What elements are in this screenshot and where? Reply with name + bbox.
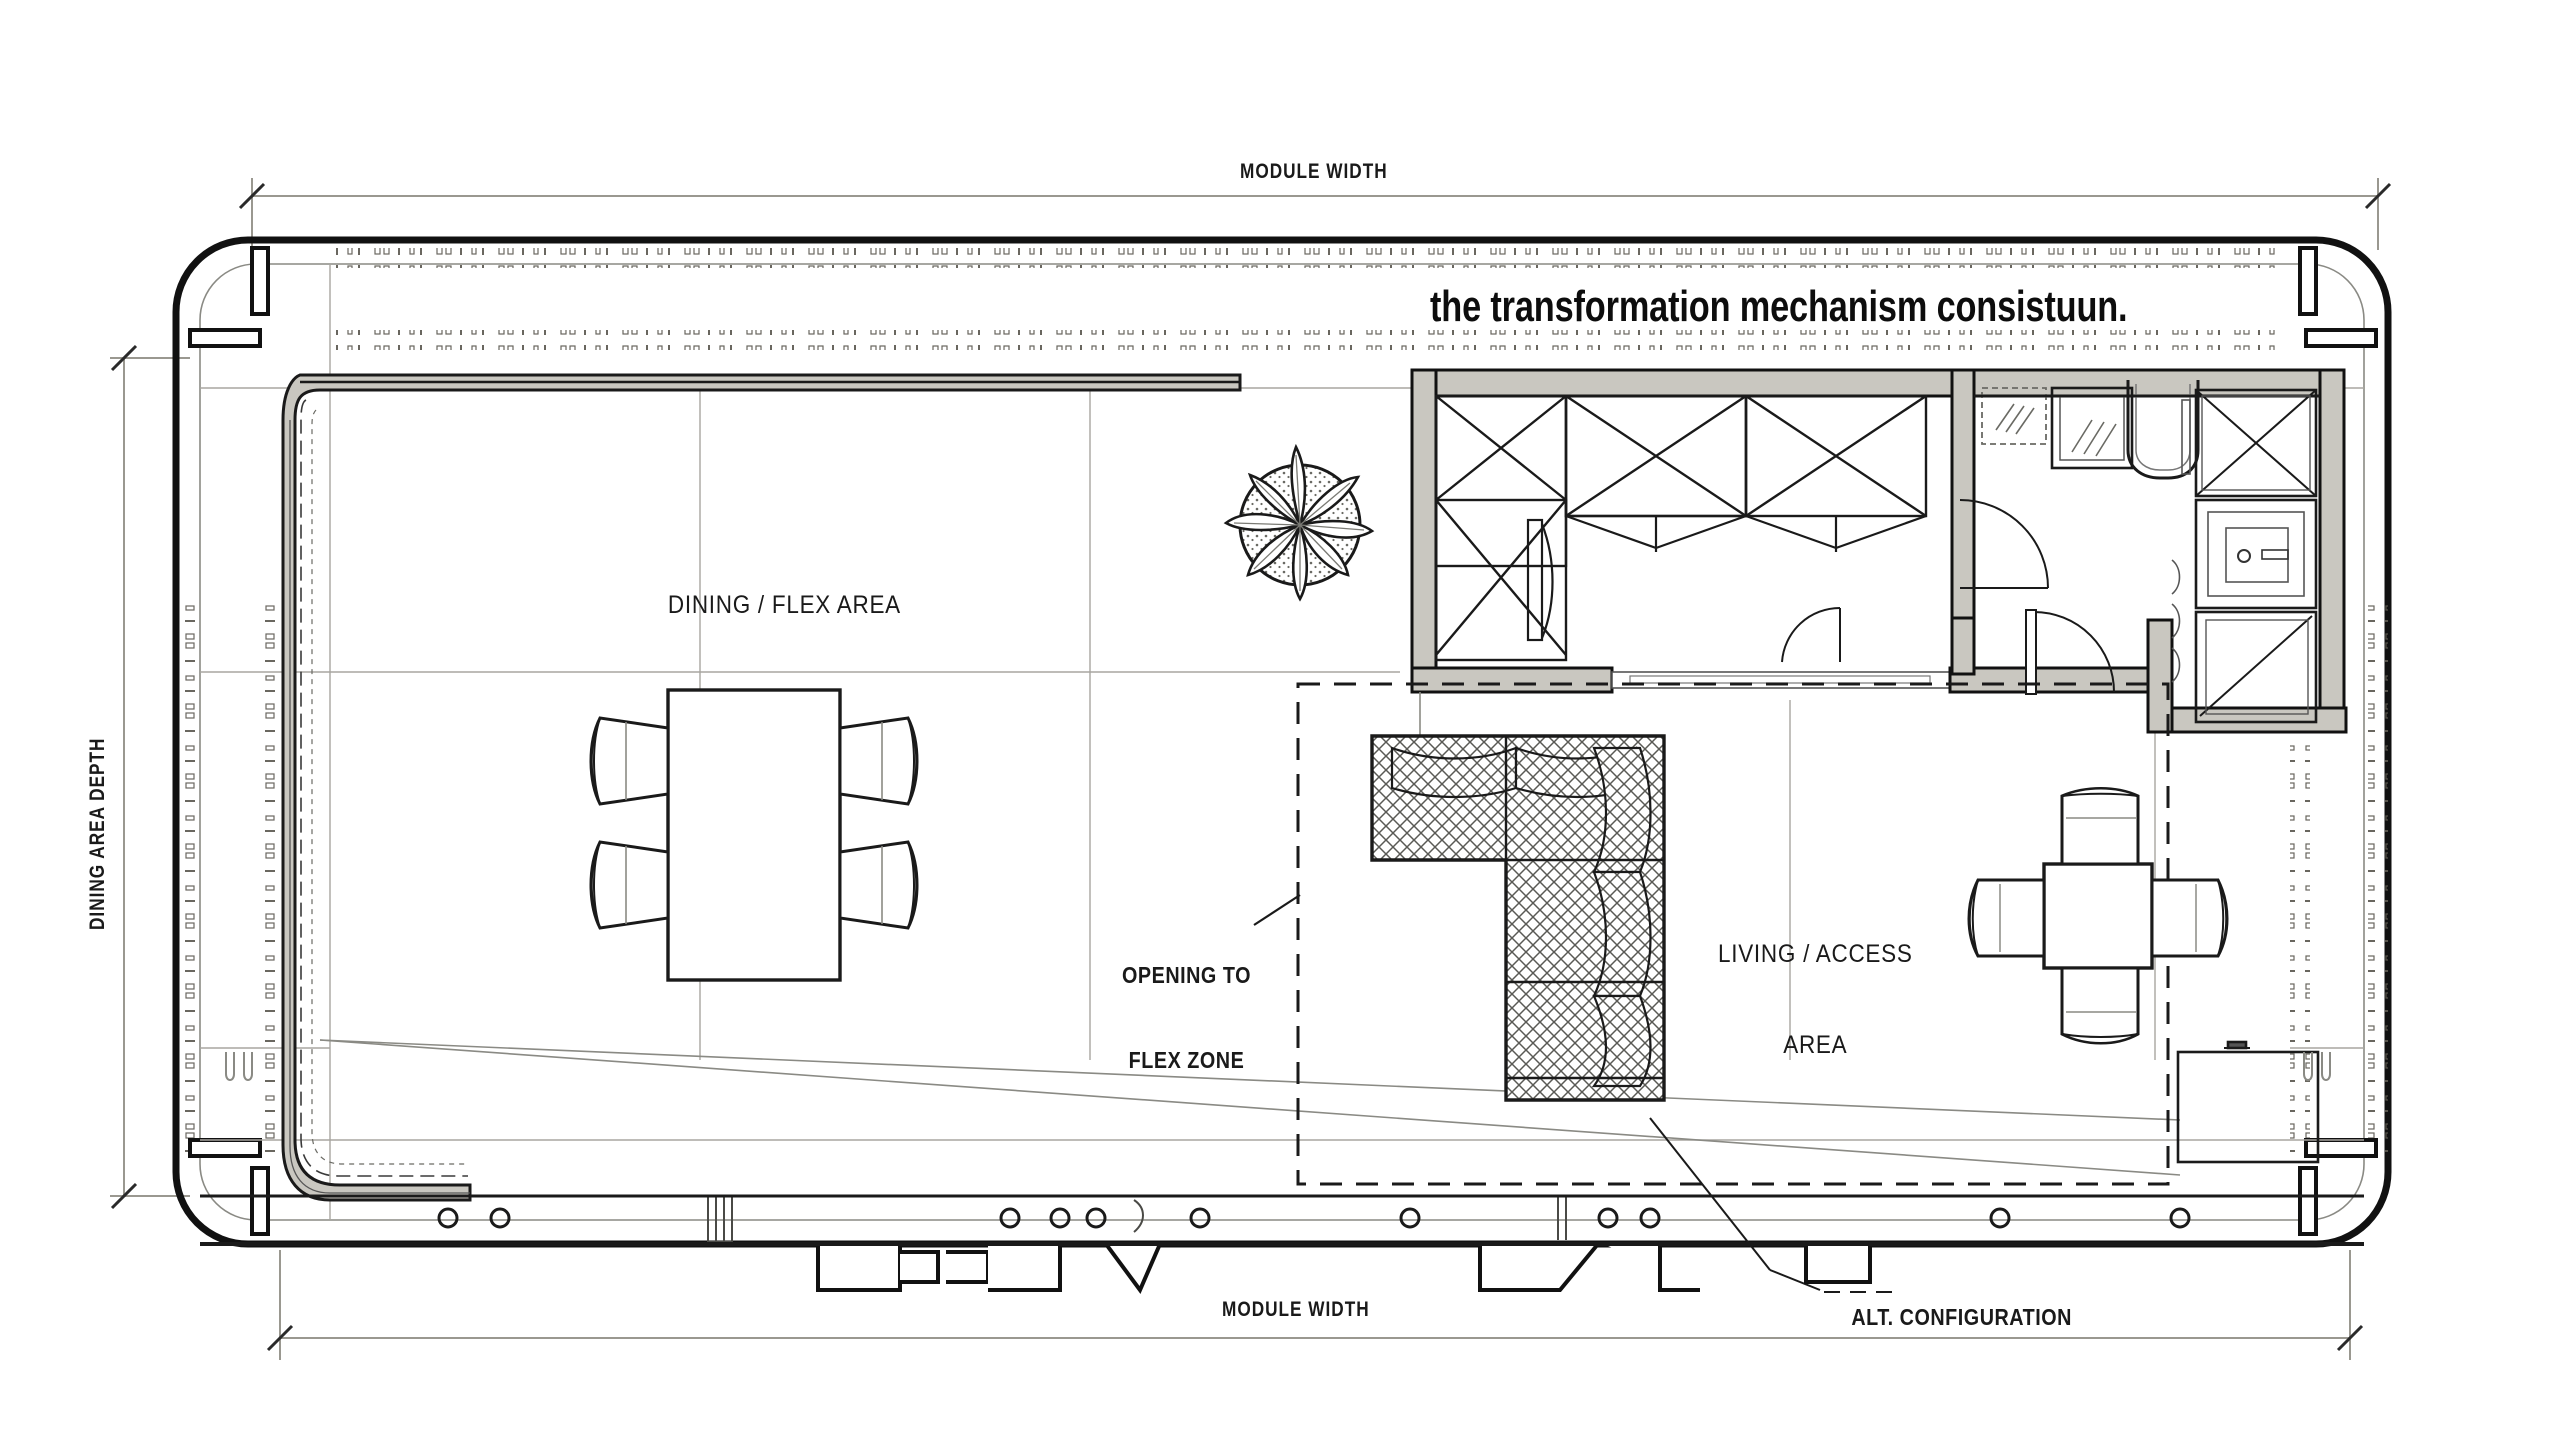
room-label-living: LIVING / ACCESS AREA	[1718, 882, 1913, 1118]
annotation-alt-config-text: ALT. CONFIGURATION	[1851, 1304, 2072, 1330]
sectional-sofa	[1370, 734, 1666, 1102]
lower-right-unit	[2176, 1040, 2320, 1164]
bottom-edge-holes	[437, 1207, 2191, 1229]
shell-bracket-marks	[188, 246, 2378, 1236]
wall-annotation-band-right	[2290, 600, 2388, 1160]
kitchen-utility-block	[1410, 368, 2348, 734]
dining-zone-enclosure	[281, 373, 1242, 1202]
dimension-label-left: DINING AREA DEPTH	[86, 737, 109, 930]
sight-lines	[319, 1039, 2181, 1176]
annotation-alt-configuration: ALT. CONFIGURATION	[1828, 1277, 2072, 1358]
room-label-dining: DINING / FLEX AREA	[640, 562, 901, 649]
lower-band-u-marks	[225, 1052, 2331, 1081]
room-label-living-line2: AREA	[1783, 1031, 1848, 1059]
wall-annotation-band-top	[330, 248, 2280, 350]
dining-table-set	[589, 688, 919, 982]
dimension-bottom	[266, 1250, 2364, 1360]
annotation-opening-line1: OPENING TO	[1122, 962, 1251, 988]
square-table-set	[1967, 787, 2229, 1045]
door-swing-bath	[1959, 499, 2115, 695]
bottom-edge-details	[816, 1242, 1872, 1294]
plant-symbol	[1223, 443, 1375, 602]
dimension-label-bottom: MODULE WIDTH	[1222, 1298, 1370, 1321]
annotation-opening-line2: FLEX ZONE	[1128, 1047, 1245, 1073]
drawing-title: the transformation mechanism consistuun.	[1430, 282, 2128, 331]
leader-opening-to-flex	[1253, 894, 1301, 926]
annotation-opening-to-flex: OPENING TO FLEX ZONE	[1122, 908, 1251, 1128]
appliance-stack	[2181, 388, 2318, 724]
room-label-dining-line1: DINING / FLEX AREA	[667, 591, 901, 619]
dimension-left	[110, 344, 190, 1210]
wall-annotation-band-left	[182, 600, 278, 1160]
dimension-label-top: MODULE WIDTH	[1240, 160, 1388, 183]
door-swing-kitchen	[1781, 606, 1841, 663]
room-label-living-line1: LIVING / ACCESS	[1718, 940, 1913, 968]
